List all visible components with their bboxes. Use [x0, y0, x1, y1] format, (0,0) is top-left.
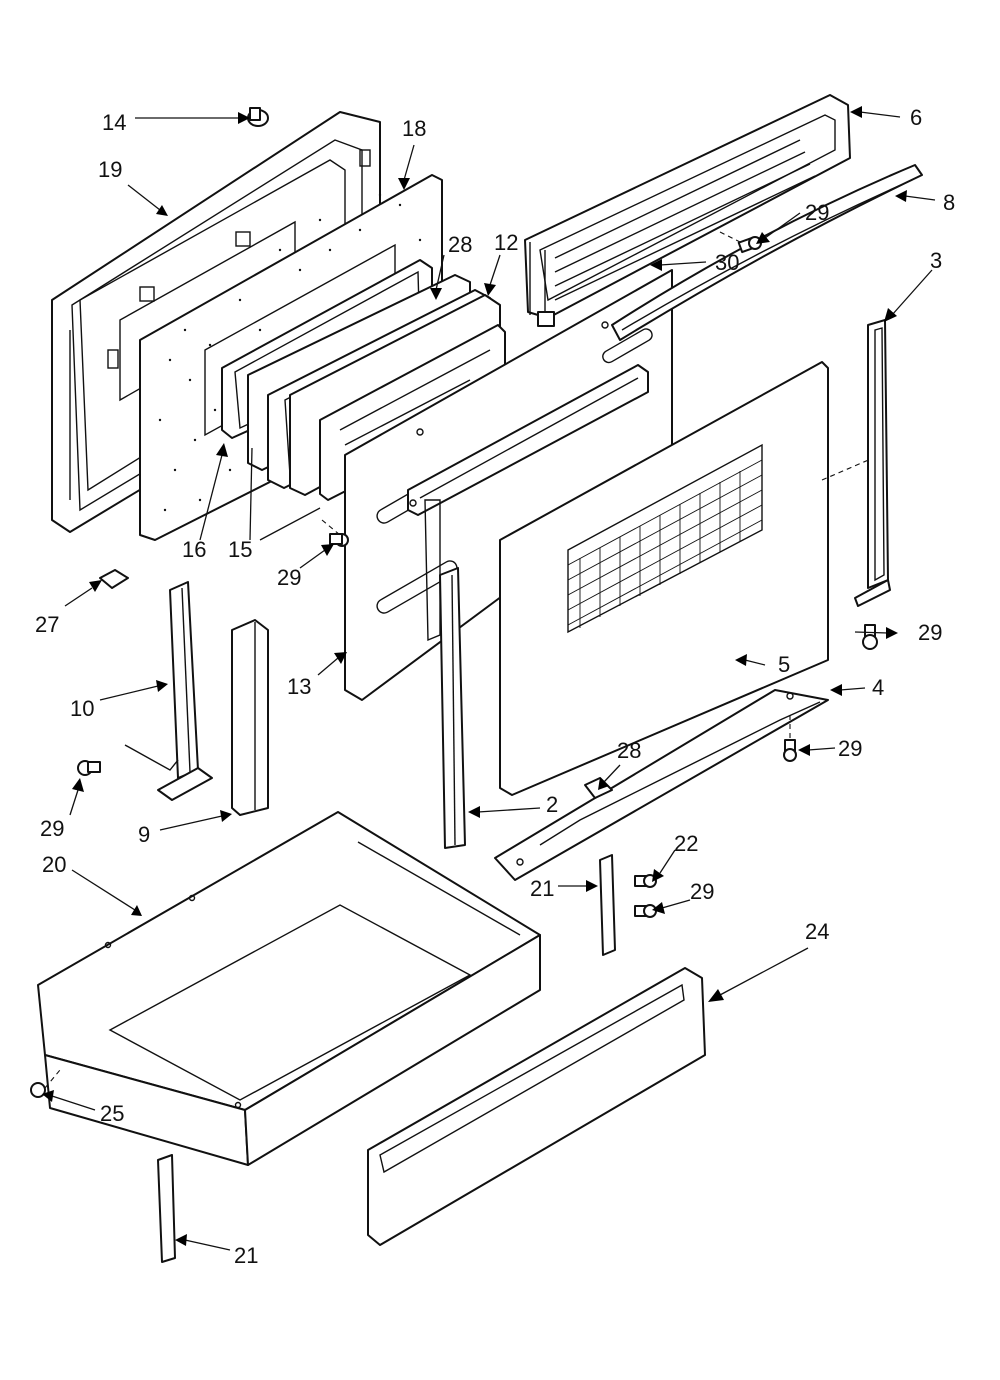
callout-29: 29	[277, 565, 301, 590]
part-29-screw-drawer	[634, 904, 657, 918]
callout-2: 2	[546, 792, 558, 817]
callout-19: 19	[98, 157, 122, 182]
part-9-spacer	[231, 619, 269, 816]
part-8-trim	[611, 164, 923, 341]
callout-5: 5	[778, 652, 790, 677]
callout-labels: 14 19 18 28 12 6 8 29 3 30 16 15 29 27 1…	[35, 105, 955, 1268]
part-29-screw-lower-right	[783, 715, 797, 762]
part-6-control-panel	[524, 94, 851, 327]
callout-20: 20	[42, 852, 66, 877]
callout-22: 22	[674, 831, 698, 856]
callout-3: 3	[930, 248, 942, 273]
callout-8: 8	[943, 190, 955, 215]
callout-10: 10	[70, 696, 94, 721]
callout-9: 9	[138, 822, 150, 847]
callout-29: 29	[690, 879, 714, 904]
callout-21: 21	[530, 876, 554, 901]
part-29-screw-left-mid	[321, 519, 349, 547]
callout-21: 21	[234, 1243, 258, 1268]
callout-13: 13	[287, 674, 311, 699]
callout-6: 6	[910, 105, 922, 130]
part-30-bracket	[407, 364, 649, 642]
part-2-side-post	[439, 567, 466, 849]
callout-29: 29	[918, 620, 942, 645]
callout-24: 24	[805, 919, 829, 944]
callout-29: 29	[805, 200, 829, 225]
part-5-outer-door	[499, 361, 881, 796]
leader-arrows	[42, 106, 936, 1251]
callout-12: 12	[494, 230, 518, 255]
callout-4: 4	[872, 675, 884, 700]
callout-30: 30	[715, 250, 739, 275]
part-27-clip	[99, 569, 129, 589]
callout-18: 18	[402, 116, 426, 141]
part-21-slide-left	[157, 1154, 176, 1263]
callout-29: 29	[40, 816, 64, 841]
callout-27: 27	[35, 612, 59, 637]
part-3-side-trim	[854, 319, 891, 607]
part-25-screw	[30, 1069, 61, 1098]
part-10-bracket	[124, 581, 213, 801]
callout-25: 25	[100, 1101, 124, 1126]
callout-14: 14	[102, 110, 126, 135]
callout-16: 16	[182, 537, 206, 562]
callout-28: 28	[617, 738, 641, 763]
part-21-slide-right	[599, 854, 616, 956]
part-20-drawer	[37, 811, 541, 1166]
part-4-bottom-trim	[494, 689, 829, 881]
part-29-screw-left	[77, 760, 101, 776]
callout-15: 15	[228, 537, 252, 562]
part-29-screw-right	[862, 624, 878, 650]
callout-29: 29	[838, 736, 862, 761]
part-24-drawer-front	[367, 967, 706, 1246]
callout-28: 28	[448, 232, 472, 257]
part-14-bumper	[247, 107, 269, 127]
